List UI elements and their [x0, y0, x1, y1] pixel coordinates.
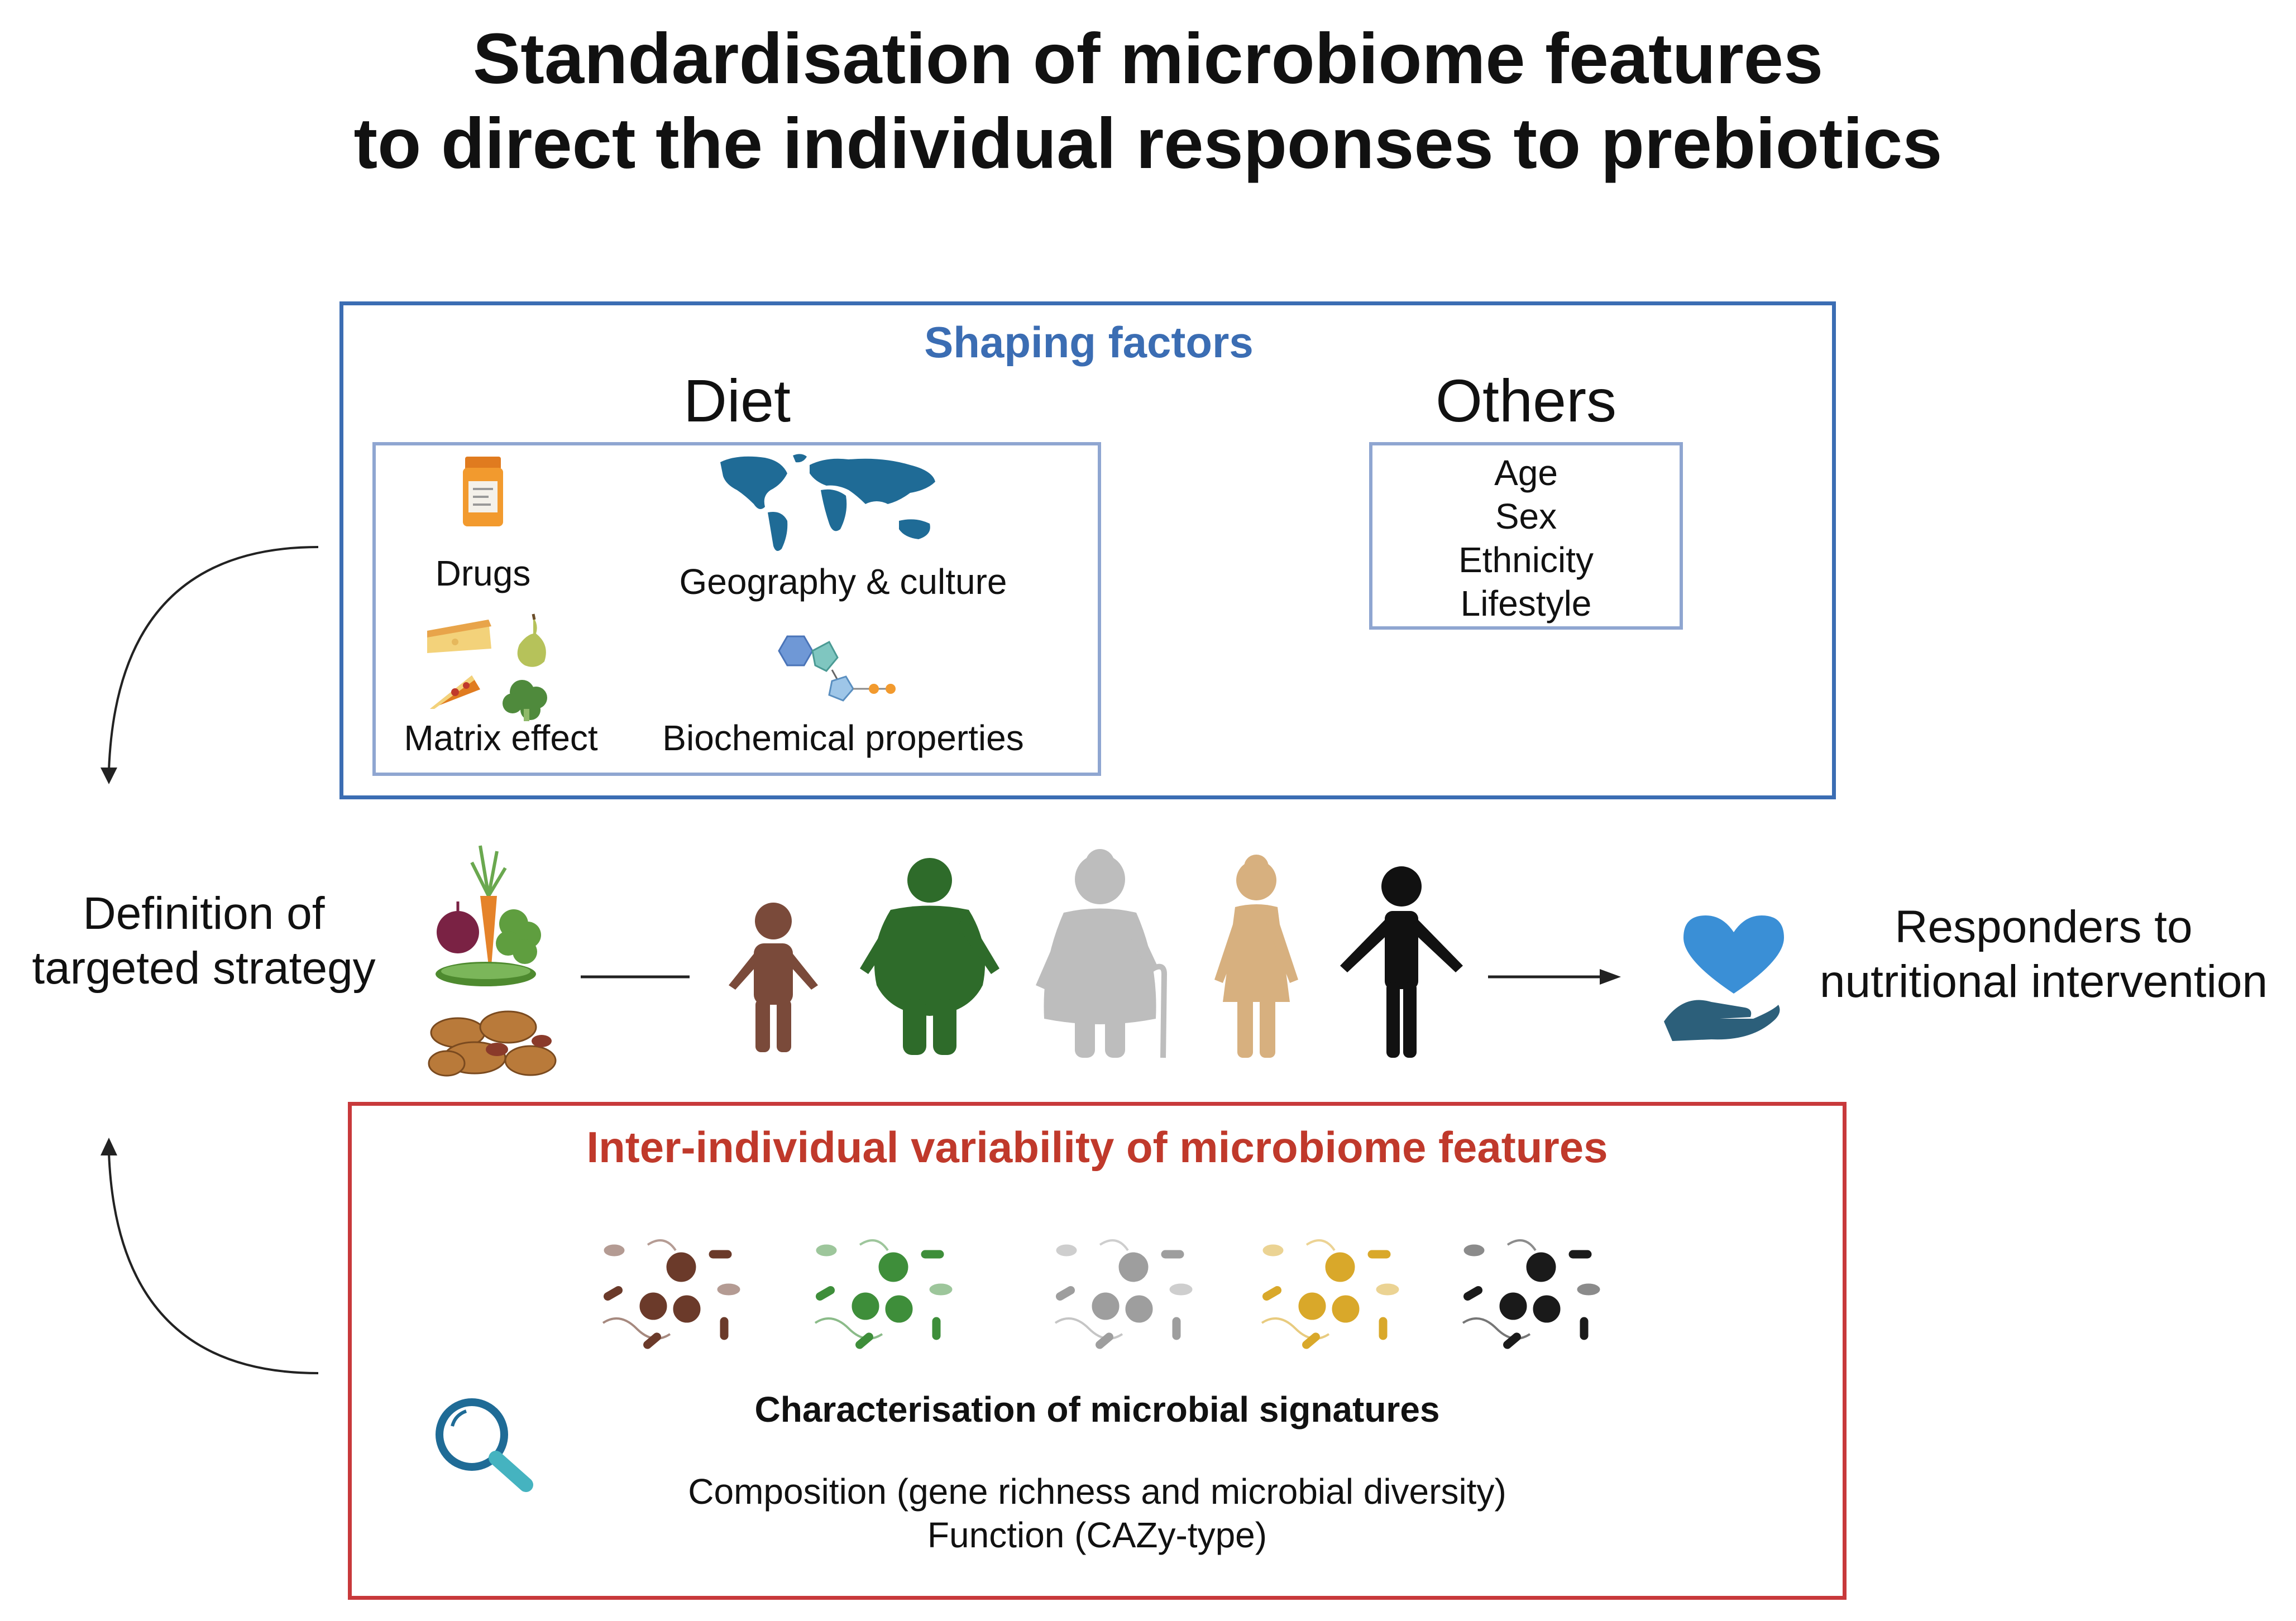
microbes-cluster-icon [1054, 1239, 1193, 1349]
magnifier-icon [436, 1398, 533, 1492]
others-heading: Others [1435, 367, 1617, 434]
definition-strategy-line-1: Definition of [83, 888, 325, 939]
microbes-cluster-icon [814, 1239, 953, 1349]
food-matrix-icon [427, 613, 547, 721]
responders-line-2: nutritional intervention [1819, 956, 2268, 1007]
obese-adult-figure-icon [860, 858, 999, 1055]
connector-line [581, 975, 690, 979]
shaping-factors-heading: Shaping factors [924, 318, 1254, 367]
responders-label: Responders to nutritional intervention [1798, 900, 2289, 1009]
drugs-label: Drugs [435, 553, 531, 593]
vegetables-nuts-icon [428, 845, 557, 1077]
woman-figure-icon [1214, 855, 1298, 1058]
biochemical-properties-label: Biochemical properties [662, 718, 1024, 758]
others-item-ethnicity: Ethnicity [1458, 540, 1594, 580]
others-box [1369, 442, 1683, 630]
matrix-effect-label: Matrix effect [404, 718, 598, 758]
others-list: Age Sex Ethnicity Lifestyle [1369, 451, 1683, 625]
curved-arrow-down-icon [101, 546, 319, 784]
composition-text: Composition (gene richness and microbial… [688, 1471, 1506, 1512]
characterisation-heading: Characterisation of microbial signatures [754, 1389, 1440, 1430]
diet-box [372, 442, 1101, 776]
child-figure-icon [729, 903, 818, 1052]
curved-arrow-up-icon [101, 1138, 319, 1374]
variability-heading: Inter-individual variability of microbio… [586, 1123, 1608, 1172]
diet-heading: Diet [683, 367, 791, 434]
microbes-cluster-icon [602, 1239, 740, 1349]
page-title: Standardisation of microbiome features t… [0, 17, 2296, 186]
world-map-icon [720, 454, 935, 551]
elderly-woman-figure-icon [1036, 849, 1168, 1058]
characterisation-details: Composition (gene richness and microbial… [558, 1470, 1636, 1557]
definition-strategy-line-2: targeted strategy [32, 943, 376, 994]
adult-figure-icon [1340, 866, 1463, 1058]
heart-hand-icon [1664, 915, 1784, 1041]
geography-culture-label: Geography & culture [679, 562, 1007, 602]
function-text: Function (CAZy-type) [927, 1515, 1267, 1555]
arrow-right-icon [1488, 969, 1621, 985]
others-item-lifestyle: Lifestyle [1460, 583, 1592, 624]
pill-bottle-icon [463, 457, 503, 526]
others-item-sex: Sex [1495, 496, 1557, 536]
shaping-factors-box [339, 301, 1836, 799]
microbes-cluster-icon [1261, 1239, 1399, 1349]
variability-box [348, 1102, 1847, 1600]
others-item-age: Age [1494, 453, 1558, 493]
molecule-icon [778, 635, 896, 702]
responders-line-1: Responders to [1895, 901, 2193, 952]
microbes-cluster-icon [1462, 1239, 1600, 1349]
title-line-2: to direct the individual responses to pr… [353, 104, 1943, 184]
definition-strategy-label: Definition of targeted strategy [11, 886, 396, 996]
title-line-1: Standardisation of microbiome features [472, 19, 1824, 99]
